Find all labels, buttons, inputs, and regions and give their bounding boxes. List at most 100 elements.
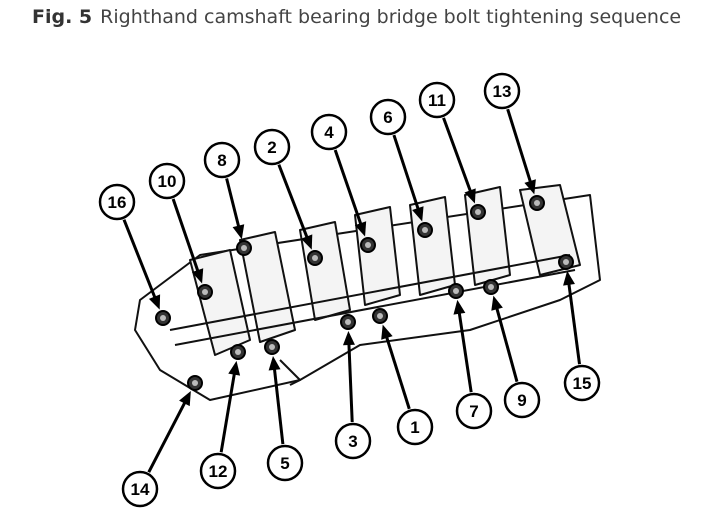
callout-10: 10 — [148, 162, 213, 300]
arrowhead-icon — [268, 355, 281, 371]
callout-number: 6 — [383, 108, 392, 127]
callout-circle — [98, 183, 136, 221]
leader-arrow — [147, 399, 188, 473]
callout-circle — [418, 81, 456, 119]
callout-circle — [334, 422, 372, 460]
callout-circle — [310, 113, 348, 151]
callout-number: 1 — [410, 418, 419, 437]
arrowhead-icon — [412, 206, 424, 222]
callout-number: 11 — [428, 91, 446, 110]
callout-circle — [396, 408, 434, 446]
bolt-head — [312, 255, 318, 261]
bolt-head — [192, 380, 198, 386]
arrowhead-icon — [301, 234, 313, 250]
figure-label: Fig. 5 — [32, 6, 93, 28]
arrowhead-icon — [491, 295, 503, 311]
arrowhead-icon — [342, 330, 355, 346]
callout-number: 3 — [348, 432, 357, 451]
callout-circle — [483, 72, 521, 110]
bolt-head — [160, 315, 166, 321]
bolt-head — [241, 245, 247, 251]
arrowhead-icon — [148, 294, 161, 310]
bolt-head — [475, 209, 481, 215]
leader-arrow — [457, 309, 473, 393]
leader-arrow — [272, 365, 285, 445]
callout-circle — [148, 162, 186, 200]
callout-1: 1 — [372, 308, 434, 446]
leader-arrow — [442, 117, 473, 195]
leader-arrow — [277, 164, 310, 241]
bolt-head — [365, 242, 371, 248]
arrowhead-icon — [381, 324, 393, 340]
callout-7: 7 — [448, 283, 493, 430]
callout-circle — [503, 381, 541, 419]
arrowhead-icon — [524, 179, 536, 195]
callout-9: 9 — [483, 279, 541, 419]
callout-4: 4 — [310, 113, 376, 253]
callout-number: 5 — [280, 454, 289, 473]
callout-number: 4 — [324, 123, 334, 142]
leader-arrow — [567, 280, 581, 365]
bolt-head — [453, 288, 459, 294]
callout-number: 8 — [217, 151, 226, 170]
leader-arrow — [122, 219, 158, 301]
callout-number: 16 — [108, 193, 127, 212]
leader-arrow — [506, 108, 533, 186]
arrowhead-icon — [354, 221, 367, 237]
arrowhead-icon — [453, 299, 466, 315]
callout-circle — [455, 392, 493, 430]
bolt-head — [422, 227, 428, 233]
arrowhead-icon — [232, 224, 245, 240]
callout-number: 13 — [493, 82, 512, 101]
bolt-head — [235, 349, 241, 355]
figure-caption: Righthand camshaft bearing bridge bolt t… — [100, 6, 682, 28]
leader-arrow — [333, 149, 364, 228]
callout-circle — [266, 444, 304, 482]
callout-number: 9 — [517, 391, 526, 410]
callout-number: 14 — [131, 480, 150, 499]
callout-12: 12 — [199, 344, 246, 490]
callout-number: 7 — [469, 402, 478, 421]
bolt-head — [377, 313, 383, 319]
bolt-head — [345, 319, 351, 325]
leader-arrow — [494, 304, 519, 383]
leader-arrow — [171, 198, 201, 275]
bolt-head — [563, 259, 569, 265]
callout-circle — [199, 452, 237, 490]
figure-title: Fig. 5 Righthand camshaft bearing bridge … — [32, 6, 681, 28]
bolt-head — [202, 289, 208, 295]
callout-2: 2 — [253, 128, 323, 266]
callout-circle — [203, 141, 241, 179]
arrowhead-icon — [179, 390, 191, 407]
callout-8: 8 — [203, 141, 252, 256]
arrowhead-icon — [228, 360, 241, 376]
callout-circle — [563, 364, 601, 402]
arrowhead-icon — [191, 268, 204, 284]
callout-15: 15 — [558, 254, 601, 402]
arrowhead-icon — [563, 270, 575, 286]
callout-13: 13 — [483, 72, 545, 211]
leader-arrow — [225, 178, 241, 230]
camshaft-bridge-assembly — [134, 184, 601, 401]
callout-14: 14 — [121, 375, 203, 508]
callout-11: 11 — [418, 81, 486, 220]
leader-arrow — [347, 340, 354, 423]
bolt-head — [269, 344, 275, 350]
callout-3: 3 — [334, 314, 372, 460]
callout-16: 16 — [98, 183, 171, 326]
bolt-head — [488, 284, 494, 290]
callout-circle — [253, 128, 291, 166]
callout-5: 5 — [264, 339, 304, 482]
callout-number: 2 — [267, 138, 276, 157]
callout-number: 12 — [209, 462, 228, 481]
callout-number: 10 — [158, 172, 177, 191]
bolt-head — [534, 200, 540, 206]
callout-circle — [369, 98, 407, 136]
callout-circle — [121, 470, 159, 508]
callout-number: 15 — [573, 374, 592, 393]
arrowhead-icon — [464, 188, 476, 204]
leader-arrow — [219, 370, 237, 453]
leader-arrow — [384, 333, 411, 410]
leader-arrow — [392, 134, 421, 213]
